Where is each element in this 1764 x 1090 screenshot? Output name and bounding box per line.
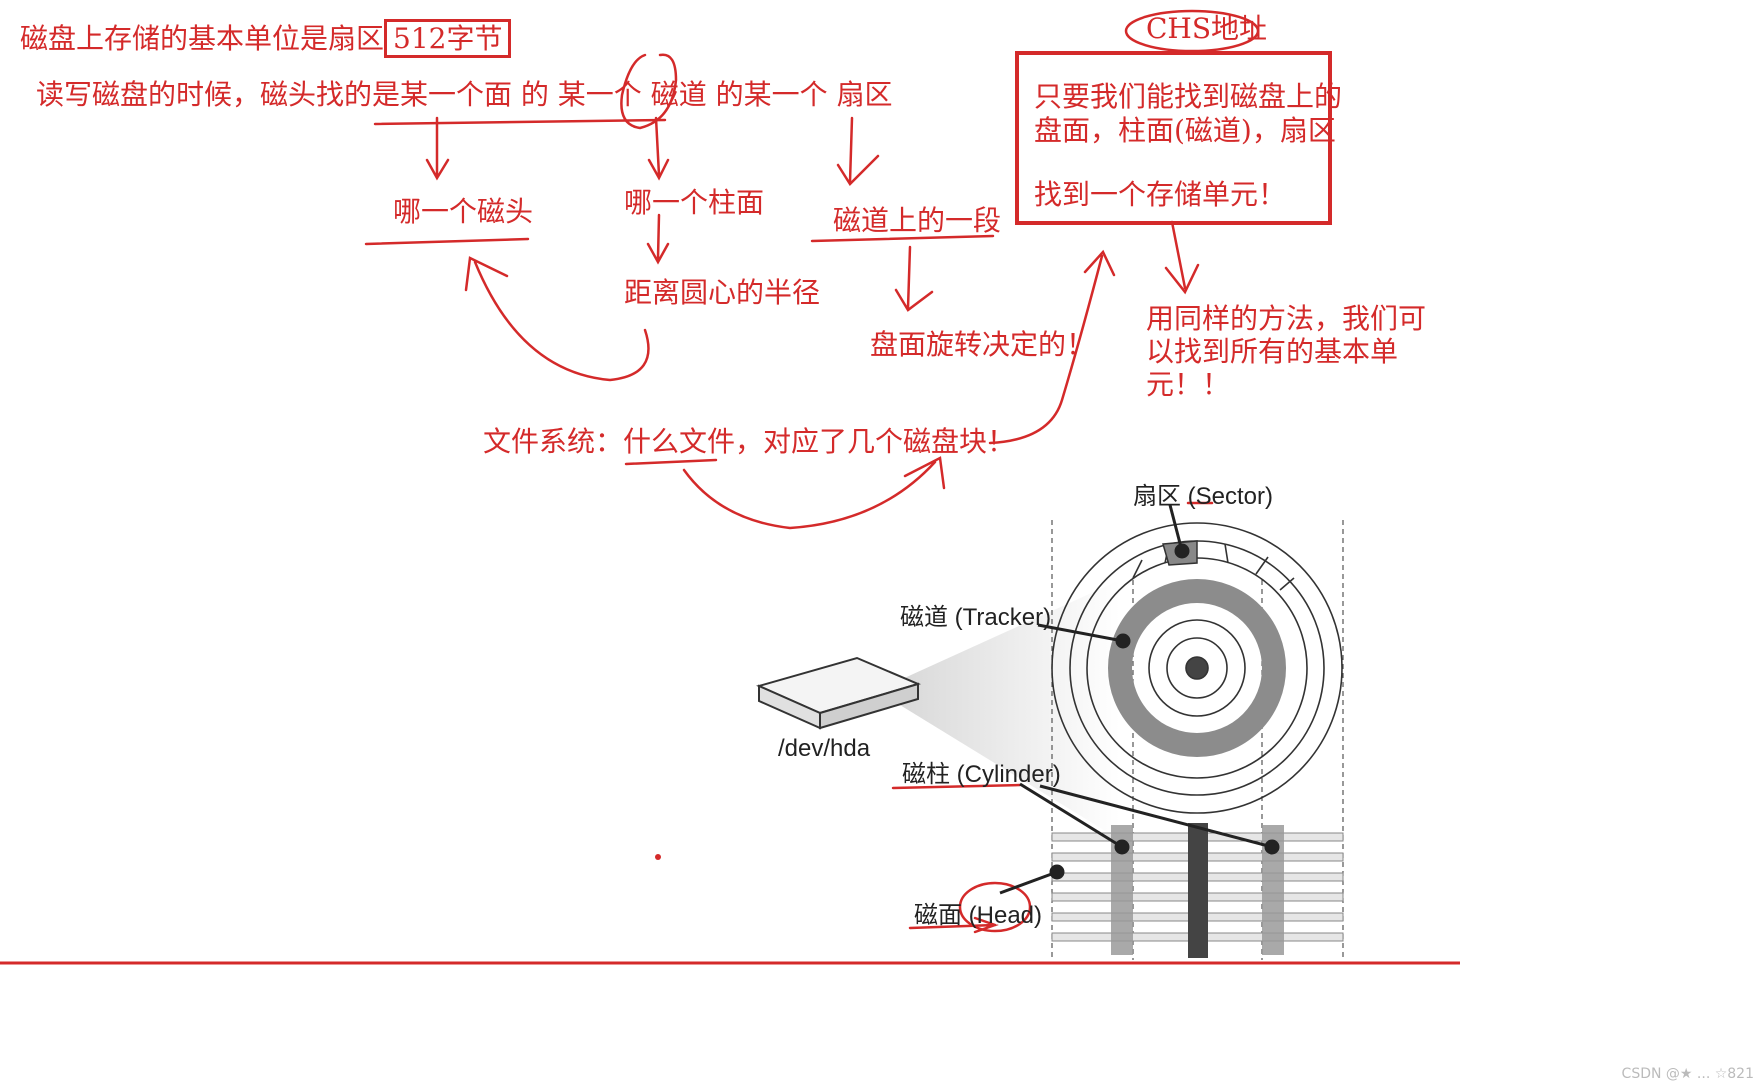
head-label: 磁面 (Head)	[914, 902, 1043, 929]
chs-box-line-1: 只要我们能找到磁盘上的	[1034, 80, 1343, 113]
watermark: CSDN @★ ... ☆821	[1621, 1066, 1754, 1082]
arrow-to-segment	[836, 116, 880, 186]
filesystem-note: 文件系统：什么文件，对应了几个磁盘块！	[483, 425, 1016, 458]
same-method-line-3: 元！！	[1146, 368, 1231, 401]
projection-beam	[900, 580, 1120, 840]
intro-underline	[373, 118, 667, 126]
rw-intro-note: 读写磁盘的时候，磁头找的是某一个面 的 某一个 磁道 的某一个 扇区	[36, 78, 893, 111]
which-head-note: 哪一个磁头	[393, 195, 534, 228]
which-cylinder-note: 哪一个柱面	[624, 186, 765, 219]
arrow-to-head	[425, 116, 450, 181]
device-drive-icon	[756, 656, 921, 730]
track-label: 磁道 (Tracker)	[900, 604, 1052, 631]
cylinder-band-right	[1262, 825, 1284, 955]
track-word-circle	[620, 53, 678, 130]
highlighted-track	[1108, 579, 1286, 757]
same-method-line-2: 以找到所有的基本单	[1146, 335, 1399, 368]
basic-unit-text: 磁盘上存储的基本单位是扇区	[20, 22, 385, 55]
radius-curve-back	[464, 256, 650, 382]
sector-size-box: 512字节	[384, 19, 512, 58]
fs-underline	[624, 458, 718, 466]
chs-arrow-down	[1164, 220, 1200, 295]
segment-underline	[810, 234, 995, 243]
head-underline-arrow	[908, 916, 999, 934]
device-label: /dev/hda	[778, 735, 871, 762]
arrow-to-radius	[646, 213, 670, 265]
cylinder-label: 磁柱 (Cylinder)	[902, 761, 1061, 788]
rotation-note: 盘面旋转决定的！	[870, 328, 1095, 361]
track-segment-note: 磁道上的一段	[833, 204, 1002, 237]
stray-dot	[655, 854, 661, 860]
arrow-to-rotation	[894, 245, 934, 312]
chs-box-line-2: 盘面，柱面(磁道)，扇区	[1034, 114, 1336, 147]
chs-box	[1015, 51, 1332, 225]
fs-to-chs-curve	[988, 249, 1116, 445]
head-circle	[958, 881, 1032, 933]
cylinder-band-left	[1111, 825, 1133, 955]
cylinder-underline	[891, 783, 1022, 790]
spindle	[1188, 823, 1208, 958]
head-underline	[364, 237, 530, 246]
same-method-line-1: 用同样的方法，我们可	[1146, 302, 1427, 335]
arrow-to-cylinder	[647, 116, 670, 181]
chs-title: CHS地址	[1146, 12, 1268, 45]
chs-box-line-3: 找到一个存储单元！	[1034, 178, 1287, 211]
platter-stack	[1051, 823, 1344, 958]
radius-note: 距离圆心的半径	[624, 276, 821, 309]
fs-curve	[682, 456, 946, 530]
sector-label: 扇区 (Sector)	[1133, 483, 1274, 510]
